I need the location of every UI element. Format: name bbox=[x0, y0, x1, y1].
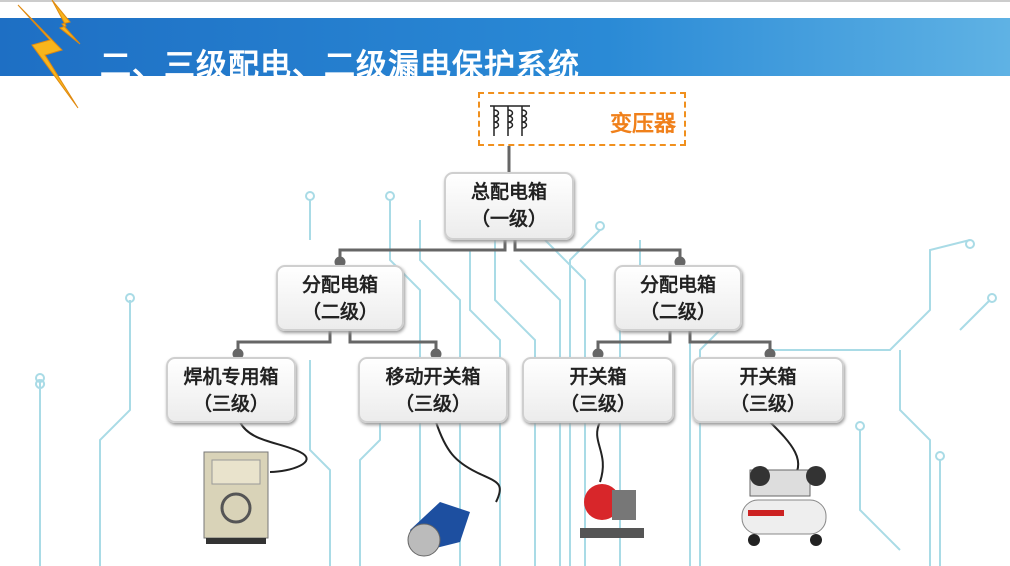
mobile-switch-box: 移动开关箱 （三级） bbox=[358, 357, 508, 423]
box-level: （三级） bbox=[559, 393, 636, 415]
top-border bbox=[0, 0, 1010, 2]
switch-box: 开关箱 （三级） bbox=[522, 357, 674, 423]
sub-distribution-box: 分配电箱 （二级） bbox=[276, 265, 404, 331]
box-name: 分配电箱 bbox=[639, 274, 716, 296]
box-level: （三级） bbox=[192, 393, 269, 415]
box-name: 焊机专用箱 bbox=[183, 366, 279, 388]
box-name: 开关箱 bbox=[739, 366, 797, 388]
box-level: （一级） bbox=[470, 208, 547, 230]
transformer-coil-icon bbox=[490, 105, 530, 136]
air-compressor-image bbox=[741, 466, 827, 546]
box-name: 开关箱 bbox=[569, 366, 627, 388]
box-level: （三级） bbox=[729, 393, 806, 415]
box-name: 分配电箱 bbox=[301, 274, 378, 296]
welder-switch-box: 焊机专用箱 （三级） bbox=[166, 357, 296, 423]
box-level: （二级） bbox=[639, 301, 716, 323]
cutoff-saw-image bbox=[580, 484, 644, 538]
cutting-machine-image bbox=[407, 502, 470, 557]
box-level: （三级） bbox=[394, 393, 471, 415]
welding-machine-image bbox=[203, 451, 269, 544]
switch-box: 开关箱 （三级） bbox=[692, 357, 844, 423]
transformer-box: 变压器 bbox=[478, 92, 686, 146]
transformer-label: 变压器 bbox=[609, 112, 676, 137]
sub-distribution-box: 分配电箱 （二级） bbox=[614, 265, 742, 331]
title-banner: 二、三级配电、二级漏电保护系统 bbox=[0, 18, 1010, 84]
main-distribution-box: 总配电箱 （一级） bbox=[444, 172, 574, 240]
page-title: 二、三级配电、二级漏电保护系统 bbox=[100, 48, 580, 84]
box-name: 移动开关箱 bbox=[385, 366, 481, 388]
box-level: （二级） bbox=[301, 301, 378, 323]
lightning-bolt-icon bbox=[17, 0, 81, 109]
box-name: 总配电箱 bbox=[470, 181, 547, 203]
